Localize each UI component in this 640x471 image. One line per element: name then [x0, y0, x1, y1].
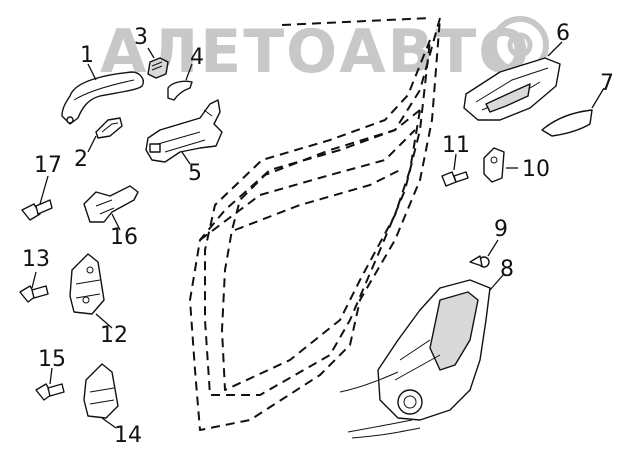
handle-bezel — [541, 109, 593, 137]
watermark: АЛЕТОАВТО — [100, 16, 549, 87]
handle-frame — [145, 99, 223, 163]
callout-5: 5 — [188, 161, 202, 186]
hinge-bolt-13 — [19, 285, 49, 303]
callout-7: 7 — [600, 71, 614, 96]
upper-hinge — [69, 253, 105, 315]
callout-3: 3 — [134, 25, 148, 50]
callout-17: 17 — [34, 153, 62, 178]
callout-14: 14 — [114, 423, 142, 448]
handle-gasket — [167, 80, 193, 101]
door-outline — [189, 17, 441, 431]
handle-cover — [95, 117, 123, 139]
callout-6: 6 — [556, 21, 570, 46]
callout-9: 9 — [494, 217, 508, 242]
callout-10: 10 — [522, 157, 550, 182]
callout-8: 8 — [500, 257, 514, 282]
door-striker — [483, 147, 505, 183]
callout-13: 13 — [22, 247, 50, 272]
callout-16: 16 — [110, 225, 138, 250]
callout-12: 12 — [100, 323, 128, 348]
door-latch-assembly — [339, 279, 491, 439]
leader-lines — [31, 41, 605, 429]
callout-2: 2 — [74, 147, 88, 172]
watermark-text: АЛЕТОАВТО — [100, 17, 531, 87]
outside-door-handle — [61, 71, 144, 125]
callout-11: 11 — [442, 133, 470, 158]
lower-hinge — [83, 363, 119, 419]
callouts: 1 2 3 4 5 6 7 8 9 10 11 12 13 14 15 16 1… — [22, 21, 614, 448]
callout-1: 1 — [80, 43, 94, 68]
inside-door-handle — [463, 57, 561, 121]
striker-bolt-11 — [441, 171, 469, 187]
callout-4: 4 — [190, 45, 204, 70]
callout-15: 15 — [38, 347, 66, 372]
handle-clip — [147, 57, 169, 79]
door-check — [83, 185, 139, 223]
latch-bolt-9 — [469, 255, 490, 268]
hinge-bolt-15 — [35, 383, 65, 401]
check-bolt-17 — [21, 199, 53, 221]
